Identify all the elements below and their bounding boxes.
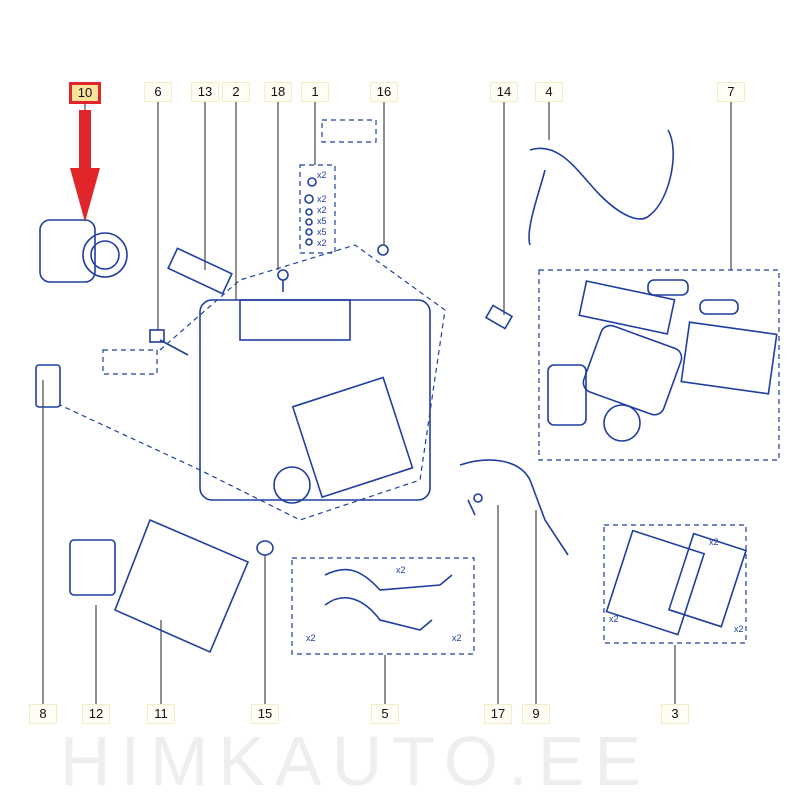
- callout-14[interactable]: 14: [490, 82, 518, 102]
- callout-11[interactable]: 11: [147, 704, 175, 724]
- callout-4[interactable]: 4: [535, 82, 563, 102]
- qty-1-4: x5: [317, 227, 327, 237]
- callout-18[interactable]: 18: [264, 82, 292, 102]
- arrow-10: [70, 110, 100, 222]
- heater-core-3: [605, 529, 747, 636]
- parts: [35, 129, 778, 654]
- seal-15: [256, 540, 274, 556]
- pipe-9: [459, 459, 569, 556]
- qty-3-1: x2: [609, 614, 619, 624]
- callout-7[interactable]: 7: [717, 82, 745, 102]
- qty-3-0: x2: [709, 537, 719, 547]
- qty-3-2: x2: [734, 624, 744, 634]
- callout-6[interactable]: 6: [144, 82, 172, 102]
- hvac-housing-2: [199, 299, 431, 504]
- sensor-6: [149, 329, 189, 356]
- callout-16[interactable]: 16: [370, 82, 398, 102]
- callout-9[interactable]: 9: [522, 704, 550, 724]
- callout-15[interactable]: 15: [251, 704, 279, 724]
- kit-boxes: [59, 119, 780, 655]
- callout-13[interactable]: 13: [191, 82, 219, 102]
- callout-1[interactable]: 1: [301, 82, 329, 102]
- cabin-filter-11: [113, 518, 250, 654]
- gasket-kit-7: [547, 279, 778, 442]
- callout-17[interactable]: 17: [484, 704, 512, 724]
- callout-10[interactable]: 10: [69, 82, 101, 104]
- screw-18: [277, 269, 289, 292]
- screw-16: [377, 244, 389, 256]
- sensor-14: [484, 304, 514, 330]
- qty-1-3: x5: [317, 216, 327, 226]
- filter-13: [167, 247, 233, 295]
- callout-3[interactable]: 3: [661, 704, 689, 724]
- leader-lines: [42, 100, 732, 704]
- screw-17: [467, 493, 483, 516]
- valve-8: [35, 364, 61, 408]
- callout-5[interactable]: 5: [371, 704, 399, 724]
- qty-1-0: x2: [317, 170, 327, 180]
- callout-12[interactable]: 12: [82, 704, 110, 724]
- callout-2[interactable]: 2: [222, 82, 250, 102]
- fasteners-1: [304, 177, 317, 246]
- qty-1-2: x2: [317, 205, 327, 215]
- actuator-12: [69, 539, 116, 596]
- harness-4: [528, 129, 674, 246]
- watermark: HIMKAUTO.EE: [60, 722, 652, 800]
- callout-8[interactable]: 8: [29, 704, 57, 724]
- qty-5-1: x2: [306, 633, 316, 643]
- qty-5-0: x2: [396, 565, 406, 575]
- blower-motor-10: [39, 219, 128, 283]
- qty-1-1: x2: [317, 194, 327, 204]
- qty-5-2: x2: [452, 633, 462, 643]
- qty-1-5: x2: [317, 238, 327, 248]
- pipes-5: [324, 568, 453, 631]
